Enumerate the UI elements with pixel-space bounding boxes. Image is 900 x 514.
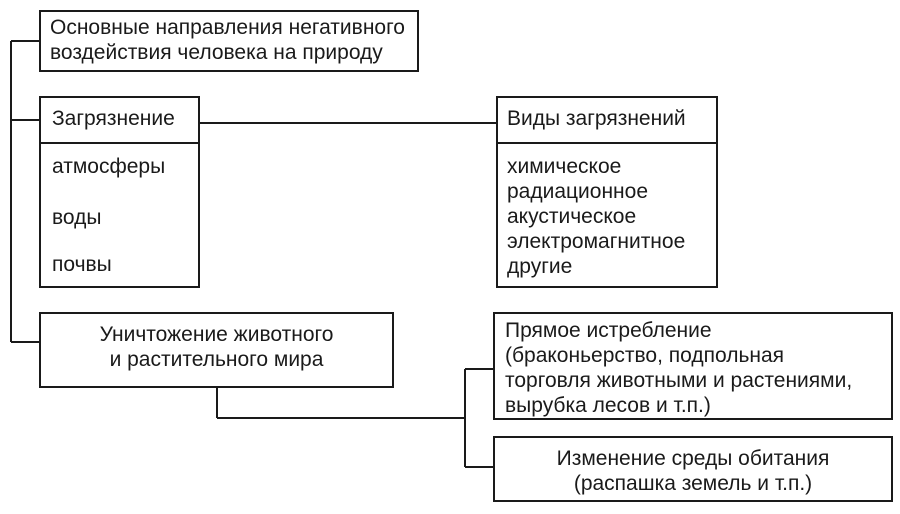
pollution-header: Загрязнение — [52, 107, 175, 130]
pollution-type-radiation: радиационное — [507, 180, 649, 203]
title-box — [39, 10, 419, 72]
title-text: Основные направления негативного воздейс… — [50, 16, 405, 64]
pollution-types-header: Виды загрязнений — [507, 107, 686, 130]
destruction-text: Уничтожение животного и растительного ми… — [99, 323, 334, 371]
direct-extermination-box — [493, 312, 893, 420]
pollution-item-water: воды — [52, 206, 102, 229]
pollution-item-atmosphere: атмосферы — [52, 155, 166, 178]
pollution-type-acoustic: акустическое — [507, 205, 637, 228]
pollution-type-electromagnetic: электромагнитное — [507, 230, 686, 253]
pollution-types-header-box — [496, 96, 718, 144]
pollution-type-chemical: химическое — [507, 155, 622, 178]
direct-extermination-text: Прямое истребление (браконьерство, подпо… — [505, 319, 853, 417]
habitat-change-text: Изменение среды обитания (распашка земел… — [556, 447, 830, 495]
pollution-header-box — [39, 96, 200, 144]
destruction-box — [39, 312, 394, 388]
habitat-change-box — [493, 436, 893, 502]
pollution-item-soil: почвы — [52, 253, 112, 276]
pollution-type-other: другие — [507, 255, 573, 278]
